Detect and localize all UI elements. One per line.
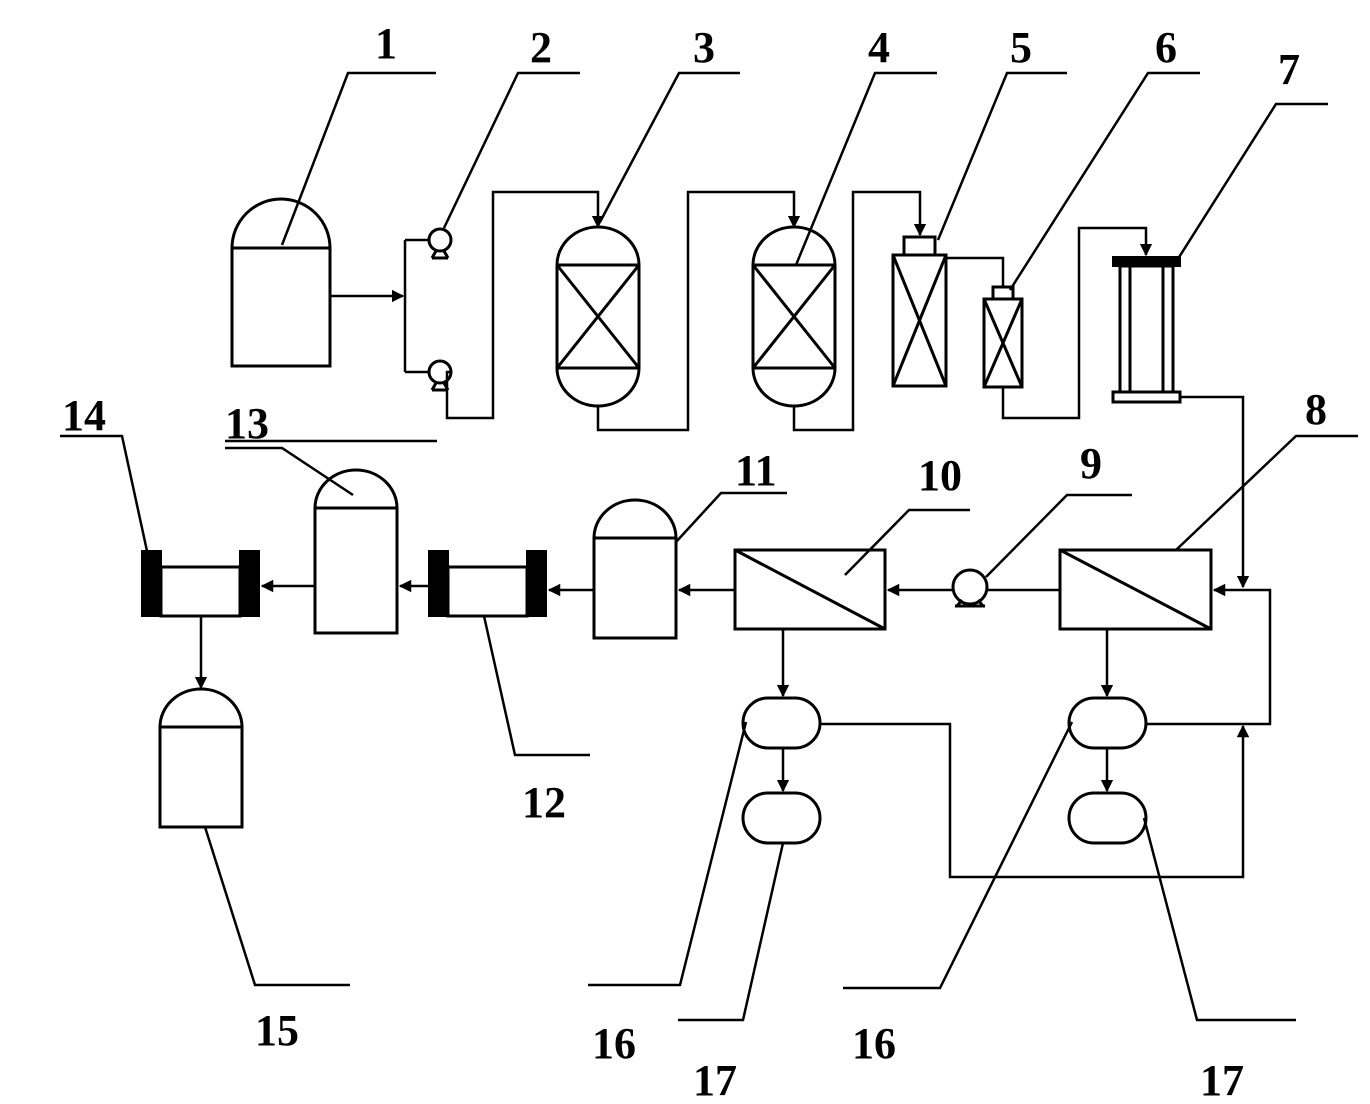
filter-press-12 [428,550,547,618]
label-16-left: 16 [592,1019,636,1068]
pump-9 [951,568,989,608]
label-5: 5 [1010,23,1032,72]
filter-5 [891,235,948,388]
label-17-right: 17 [1200,1056,1244,1104]
column-4 [751,225,837,408]
membrane-module-7 [1111,256,1182,404]
label-9: 9 [1080,439,1102,488]
label-3: 3 [693,23,715,72]
label-6: 6 [1155,23,1177,72]
tank-15 [158,687,244,829]
filter-6 [982,285,1024,389]
tank-13 [313,468,399,635]
piping [194,190,1272,879]
membrane-unit-10 [733,548,887,631]
label-10: 10 [918,451,962,500]
label-4: 4 [868,23,890,72]
membrane-unit-8 [1058,548,1213,631]
label-13: 13 [225,399,269,448]
leader-lines [60,71,1358,1022]
vessel-17-left [741,791,822,845]
label-16-right: 16 [852,1019,896,1068]
label-1: 1 [375,19,397,68]
feed-tank [230,197,332,368]
label-17-left: 17 [693,1056,737,1104]
vessel-16-left [741,696,822,750]
vessel-17-right [1067,791,1148,845]
label-12: 12 [522,778,566,827]
filter-press-14 [141,550,260,618]
pump-upper [427,227,453,260]
vessel-16-right [1067,696,1148,750]
label-7: 7 [1278,45,1300,94]
label-2: 2 [530,23,552,72]
label-11: 11 [735,446,777,495]
column-3 [555,225,641,408]
label-8: 8 [1305,385,1327,434]
label-15: 15 [255,1006,299,1055]
label-14: 14 [62,391,106,440]
tank-11 [592,498,678,640]
